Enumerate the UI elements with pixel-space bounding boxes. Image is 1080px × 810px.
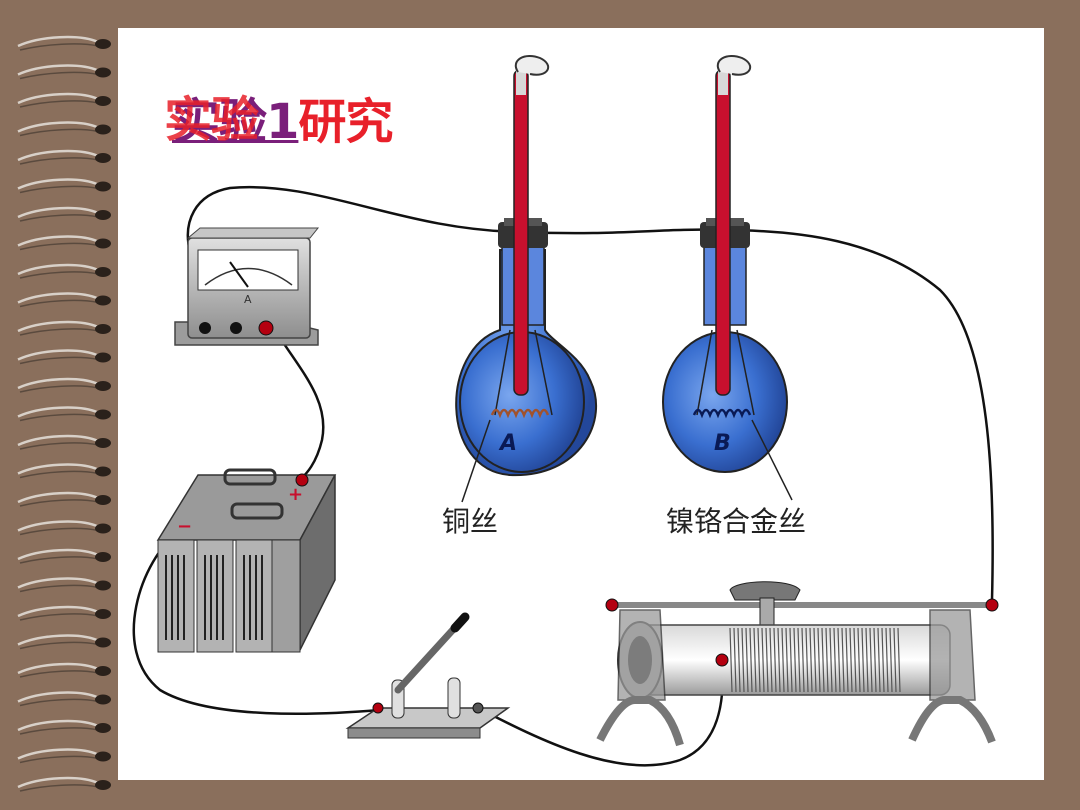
coil-winding [773, 627, 777, 693]
coil-winding [805, 627, 809, 693]
binding-ring [17, 719, 111, 735]
rheostat [596, 581, 999, 747]
coil-winding [765, 627, 769, 693]
coil-winding [753, 627, 757, 693]
wire-ammeter-battery [273, 329, 325, 481]
title-rest: 研究 [298, 94, 393, 150]
coil-winding [881, 627, 885, 693]
coil-winding [833, 627, 837, 693]
coil-winding [877, 627, 881, 693]
knife-switch [345, 612, 511, 739]
coil-winding [853, 627, 857, 693]
coil-winding [849, 627, 853, 693]
title-link[interactable]: 实验1 [172, 94, 299, 150]
battery: + − [156, 468, 337, 653]
slide-title: 实验1研究 实验 [164, 82, 393, 152]
binding-ring [17, 377, 111, 393]
binding-ring [17, 691, 111, 707]
coil-winding [897, 627, 901, 693]
coil-winding [889, 627, 893, 693]
coil-winding [873, 627, 877, 693]
binding-ring [17, 434, 111, 450]
battery-minus: − [177, 516, 192, 537]
coil-winding [869, 627, 873, 693]
coil-winding [777, 627, 781, 693]
binding-ring [17, 92, 111, 108]
binding-ring [17, 463, 111, 479]
coil-winding [821, 627, 825, 693]
coil-winding [837, 627, 841, 693]
label-nichrome-wire: 镍铬合金丝 [666, 505, 807, 538]
coil-winding [781, 627, 785, 693]
coil-winding [841, 627, 845, 693]
coil-winding [793, 627, 797, 693]
binding-ring [17, 520, 111, 536]
coil-winding [845, 627, 849, 693]
binding-ring [17, 748, 111, 764]
coil-winding [813, 627, 817, 693]
coil-winding [893, 627, 897, 693]
binding-ring [17, 206, 111, 222]
spiral-binding [17, 35, 111, 792]
binding-ring [17, 178, 111, 194]
binding-ring [17, 662, 111, 678]
binding-ring [17, 634, 111, 650]
coil-winding [761, 627, 765, 693]
binding-ring [17, 149, 111, 165]
flask-a-letter: A [498, 431, 517, 456]
coil-winding [757, 627, 761, 693]
binding-ring [17, 292, 111, 308]
coil-winding [857, 627, 861, 693]
coil-winding [885, 627, 889, 693]
binding-ring [17, 349, 111, 365]
binding-ring [17, 263, 111, 279]
binding-ring [17, 121, 111, 137]
battery-plus: + [288, 484, 303, 505]
coil-winding [741, 627, 745, 693]
coil-winding [797, 627, 801, 693]
binding-ring [17, 320, 111, 336]
coil-winding [745, 627, 749, 693]
flask-b-letter: B [714, 431, 731, 456]
title-overlap-text: 实验 [164, 92, 259, 148]
coil-winding [861, 627, 865, 693]
label-copper-wire: 铜丝 [442, 505, 499, 538]
binding-ring [17, 235, 111, 251]
wire-battery-switch [132, 529, 381, 716]
coil-winding [825, 627, 829, 693]
coil-winding [817, 627, 821, 693]
coil-winding [749, 627, 753, 693]
binding-ring [17, 491, 111, 507]
wire-top [186, 185, 994, 601]
ammeter-letter: A [244, 293, 252, 306]
coil-winding [809, 627, 813, 693]
coil-winding [737, 627, 741, 693]
wire-switch-rheostat [477, 659, 724, 767]
coil-winding [733, 627, 737, 693]
binding-ring [17, 776, 111, 792]
binding-ring [17, 605, 111, 621]
coil-winding [789, 627, 793, 693]
coil-winding [865, 627, 869, 693]
binding-ring [17, 577, 111, 593]
binding-ring [17, 548, 111, 564]
binding-ring [17, 406, 111, 422]
coil-winding [729, 627, 733, 693]
wires [132, 185, 994, 767]
binding-ring [17, 64, 111, 80]
coil-winding [785, 627, 789, 693]
coil-winding [829, 627, 833, 693]
flask-b: B [662, 54, 793, 501]
ammeter: A [174, 227, 320, 346]
coil-winding [769, 627, 773, 693]
flask-a: A [455, 54, 598, 503]
coil-winding [801, 627, 805, 693]
binding-ring [17, 35, 111, 51]
